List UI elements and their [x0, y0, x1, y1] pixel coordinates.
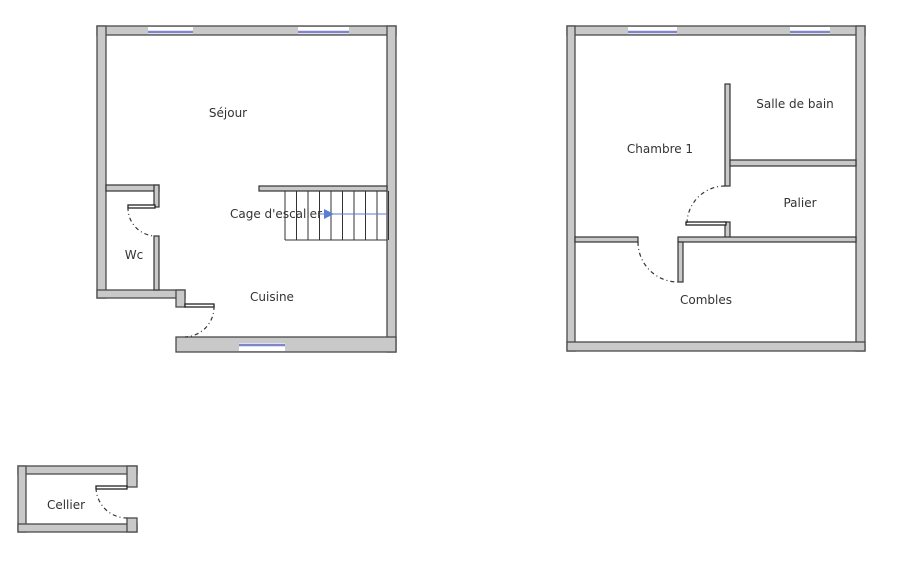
wall-left — [17, 465, 27, 533]
wall-bottom — [17, 523, 138, 533]
wall-chambre-combles-left — [574, 236, 639, 243]
staircase — [284, 191, 389, 241]
wall-right-upper — [126, 465, 138, 488]
room-label-chambre-1: Chambre 1 — [627, 142, 693, 156]
room-label-combles: Combles — [680, 293, 732, 307]
wc-wall-lower — [153, 235, 160, 291]
cellier-door-leaf — [95, 485, 128, 490]
kitchen-door-leaf — [184, 303, 215, 308]
wall-left — [566, 25, 576, 352]
wc-wall-upper — [153, 184, 160, 208]
windows — [148, 27, 349, 351]
room-label-sejour: Séjour — [209, 106, 247, 120]
combles-door-leaf — [677, 241, 684, 283]
wall-left-step — [96, 289, 186, 299]
windows — [628, 27, 830, 34]
cellier-plan: Cellier — [17, 465, 138, 533]
wall-chambre-bain — [724, 83, 731, 187]
cellier-door-swing — [95, 487, 128, 519]
wall-right-lower — [126, 517, 138, 533]
room-label-cage-escalier: Cage d'escalier — [230, 207, 322, 221]
room-label-cellier: Cellier — [47, 498, 85, 512]
wc-door-swing — [127, 206, 156, 237]
room-label-salle-de-bain: Salle de bain — [756, 97, 834, 111]
wall-bain-palier — [729, 159, 857, 167]
upper-floor-plan: Chambre 1 Salle de bain Palier Combles — [566, 25, 866, 352]
kitchen-door-swing — [184, 305, 215, 338]
wall-right — [386, 25, 397, 353]
combles-door-swing — [637, 241, 679, 283]
wall-right — [855, 25, 866, 352]
wall-step-stub — [175, 289, 186, 308]
chambre-door-leaf — [685, 221, 727, 226]
wc-wall-top — [105, 184, 160, 192]
wc-door-leaf — [127, 204, 156, 209]
wall-bottom — [566, 341, 866, 352]
stair-wall — [258, 185, 388, 192]
wall-top — [17, 465, 138, 475]
stair-arrow-icon — [324, 209, 334, 219]
room-label-cuisine: Cuisine — [250, 290, 294, 304]
wall-top — [96, 25, 397, 36]
wall-chambre-combles-right — [677, 236, 857, 243]
room-label-palier: Palier — [783, 196, 816, 210]
room-label-wc: Wc — [125, 248, 143, 262]
ground-floor-plan: Séjour Cage d'escalier Wc Cuisine — [96, 25, 397, 353]
wall-left — [96, 25, 107, 299]
chambre-door-swing — [686, 185, 726, 224]
wall-bottom — [175, 336, 397, 353]
